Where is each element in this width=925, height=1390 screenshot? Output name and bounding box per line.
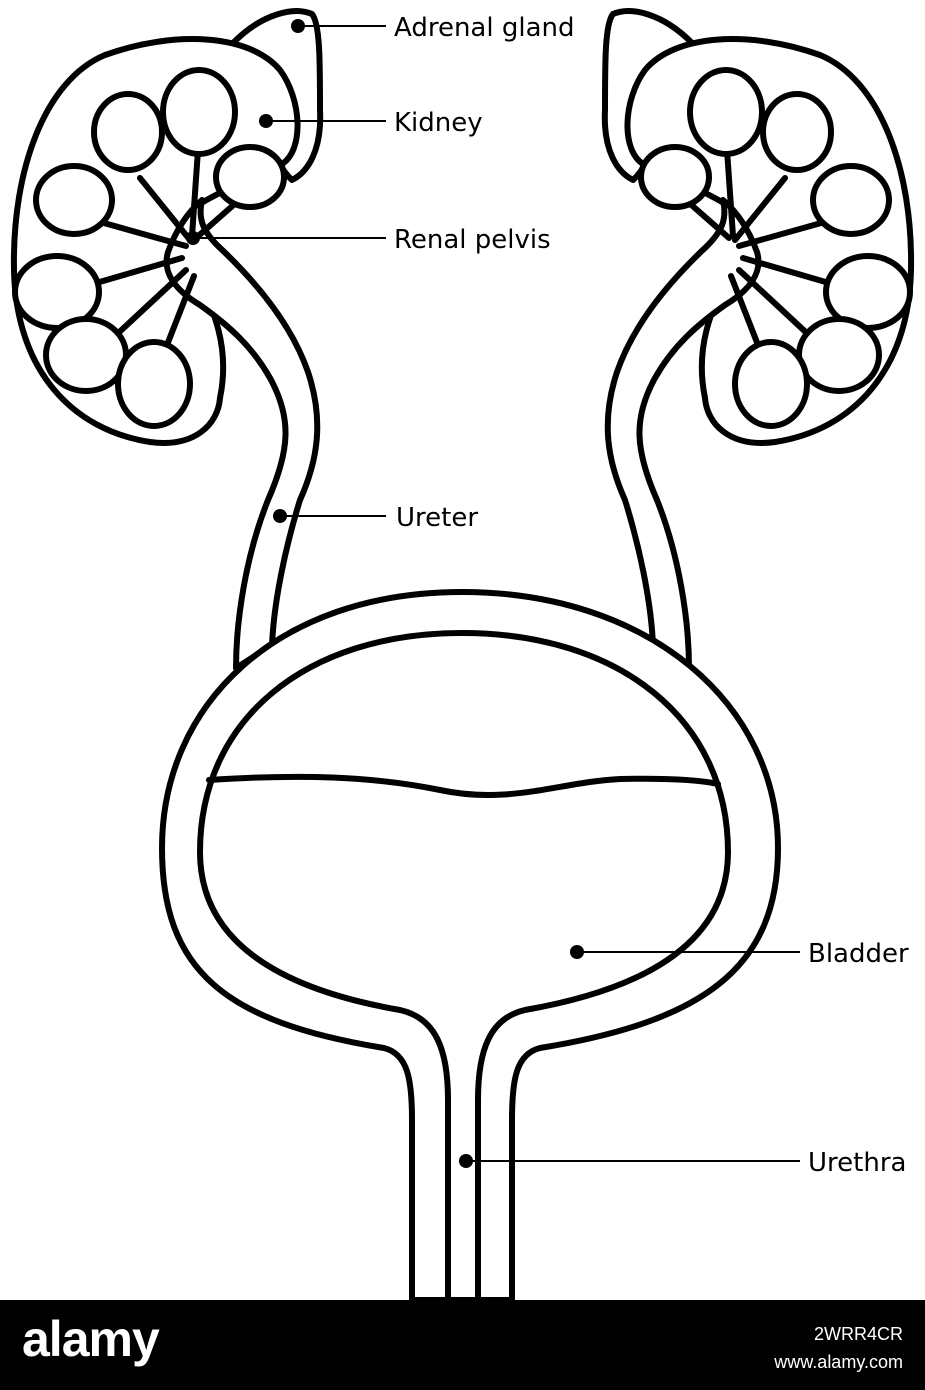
left-urinary-tract — [10, 8, 324, 671]
bladder-and-urethra — [159, 589, 781, 1300]
bladder-label: Bladder — [808, 939, 909, 969]
bladder-inner-wall — [197, 630, 731, 1300]
watermark-footer: alamy 2WRR4CR www.alamy.com — [0, 1300, 925, 1390]
label-renal-pelvis: Renal pelvis — [186, 225, 551, 255]
bladder-fluid-line — [206, 773, 721, 798]
urethra-label: Urethra — [808, 1148, 906, 1178]
left-calyces — [12, 67, 287, 429]
adrenal-gland-label: Adrenal gland — [394, 13, 575, 43]
urinary-system-diagram: Adrenal gland Kidney Renal pelvis Ureter… — [10, 8, 915, 1300]
right-calyces — [638, 67, 913, 429]
brand-logo: alamy — [22, 1311, 160, 1367]
kidney-label: Kidney — [394, 108, 483, 138]
left-ureter — [163, 197, 321, 671]
ureter-label: Ureter — [396, 503, 478, 533]
renal-pelvis-label: Renal pelvis — [394, 225, 551, 255]
site-url: www.alamy.com — [774, 1352, 903, 1372]
label-adrenal-gland: Adrenal gland — [291, 13, 575, 43]
label-ureter: Ureter — [273, 503, 478, 533]
urethra-channel — [445, 1117, 481, 1300]
image-id: 2WRR4CR — [813, 1324, 903, 1344]
label-bladder: Bladder — [570, 939, 909, 969]
image-credit: 2WRR4CR www.alamy.com — [774, 1320, 903, 1376]
right-urinary-tract — [601, 8, 915, 671]
label-urethra: Urethra — [459, 1148, 906, 1178]
label-kidney: Kidney — [259, 108, 483, 138]
right-ureter — [604, 197, 762, 671]
